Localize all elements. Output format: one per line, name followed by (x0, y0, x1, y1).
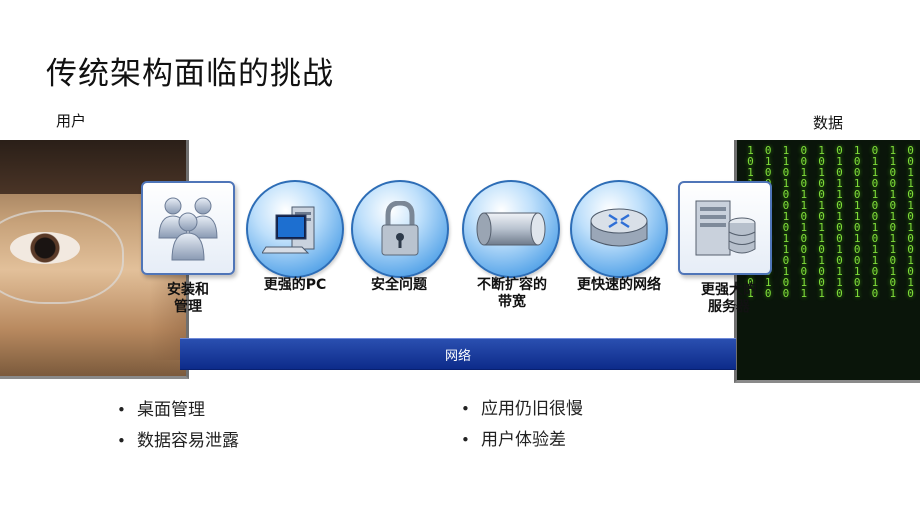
matrix-column: 11010010110100 (779, 144, 792, 298)
data-label: 数据 (813, 114, 844, 132)
eye-shape (10, 232, 80, 264)
bullet-list-left: 桌面管理 数据容易泄露 (117, 397, 239, 459)
list-item: 数据容易泄露 (117, 428, 239, 459)
matrix-column: 00101101001011 (797, 144, 810, 298)
item-label-install-manage: 安装和 管理 (160, 282, 216, 316)
server-icon (695, 200, 756, 256)
padlock-icon (381, 201, 419, 256)
pipe-icon (476, 212, 546, 246)
pc-icon (262, 206, 315, 254)
matrix-column: 00110101001010 (904, 144, 917, 298)
item-label-line: 更快速的网络 (577, 277, 661, 293)
list-item: 用户体验差 (461, 427, 583, 458)
item-label-stronger-server: 更强大的 服务器 (693, 282, 765, 316)
item-label-line: 不断扩容的 (477, 277, 547, 293)
list-item: 桌面管理 (117, 397, 239, 428)
item-label-line: 服务器 (708, 299, 750, 315)
item-label-line: 带宽 (498, 294, 526, 310)
users-icon (158, 197, 218, 261)
matrix-column: 11001010110101 (886, 144, 899, 298)
router-icon-circle (570, 180, 668, 278)
item-label-line: 管理 (174, 299, 202, 315)
padlock-icon-circle (351, 180, 449, 278)
network-label: 网络 (444, 349, 471, 364)
slide-title: 传统架构面临的挑战 (46, 56, 334, 92)
server-icon-tile (678, 181, 772, 275)
item-label-security: 安全问题 (360, 277, 438, 294)
matrix-column: 01011010010110 (832, 144, 845, 298)
glasses-shape (0, 210, 124, 304)
item-label-stronger-pc: 更强的PC (255, 277, 335, 294)
users-icon-tile (141, 181, 235, 275)
matrix-column: 10010110100101 (850, 144, 863, 298)
router-icon (590, 208, 648, 247)
item-label-line: 更强大的 (701, 282, 757, 298)
matrix-column: 01101001011010 (868, 144, 881, 298)
item-label-faster-network: 更快速的网络 (567, 277, 671, 294)
user-label: 用户 (56, 112, 87, 130)
item-label-bandwidth: 不断扩容的 带宽 (466, 277, 558, 311)
item-label-line: 更强的PC (263, 277, 327, 293)
network-bar: 网络 (180, 338, 736, 370)
item-label-line: 安装和 (167, 282, 209, 298)
list-item: 应用仍旧很慢 (461, 396, 583, 427)
pipe-icon-circle (462, 180, 560, 278)
pc-icon-circle (246, 180, 344, 278)
matrix-column: 10100101101001 (815, 144, 828, 298)
item-label-line: 安全问题 (371, 277, 427, 293)
bullet-list-right: 应用仍旧很慢 用户体验差 (461, 396, 583, 458)
